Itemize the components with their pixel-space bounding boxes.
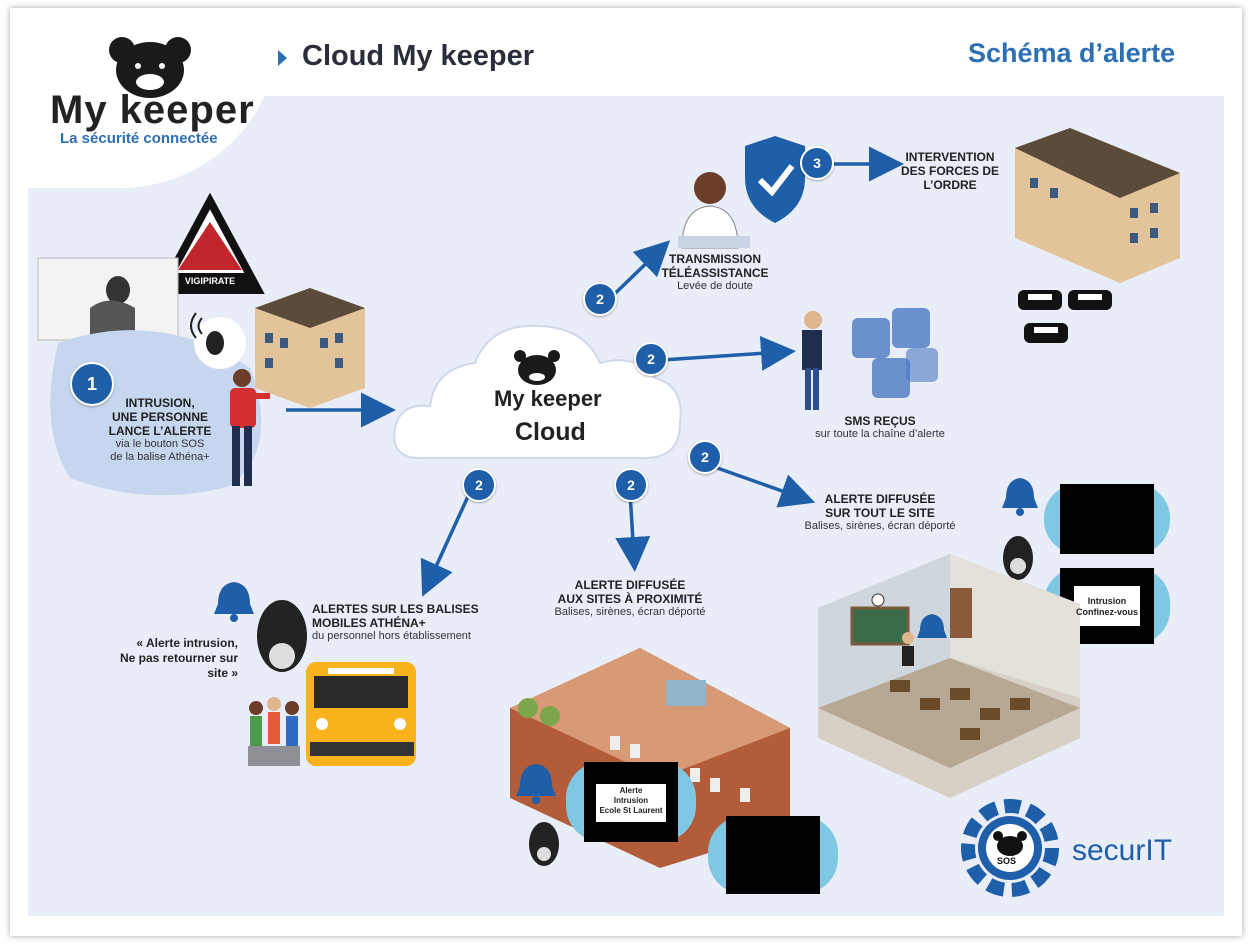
- screen-school: [566, 762, 696, 842]
- bell-icon-classroom: [917, 614, 947, 638]
- site-text: ALERTE DIFFUSÉE SUR TOUT LE SITE Balises…: [790, 492, 970, 533]
- step1-title-3: LANCE L’ALERTE: [108, 424, 212, 438]
- cloud-logo-text: My keeper: [494, 386, 602, 411]
- sms-bubbles-icon: [852, 308, 938, 398]
- proximity-sub: Balises, sirènes, écran déporté: [554, 606, 706, 618]
- step1-title-1: INTRUSION,: [125, 396, 195, 410]
- mobile-quote-2: Ne pas retourner sur site »: [119, 651, 238, 680]
- badge-proximity: 2: [614, 468, 648, 502]
- step1-sub-2: de la balise Athéna+: [110, 451, 210, 463]
- person-alert-illustration: [230, 369, 270, 486]
- my-keeper-cloud-icon: [393, 324, 682, 459]
- operator-illustration: [678, 172, 750, 249]
- bell-icon-site: [1002, 478, 1038, 516]
- logo-tagline: La sécurité connectée: [60, 130, 218, 147]
- transmission-title-1: TRANSMISSION: [668, 252, 761, 266]
- building-left-illustration: [255, 288, 365, 408]
- mobile-sub: du personnel hors établissement: [312, 630, 471, 642]
- beacon-mobile-icon: [257, 600, 307, 672]
- screen-top-right: [1044, 484, 1170, 554]
- sms-sub: sur toute la chaîne d’alerte: [815, 428, 945, 440]
- vigipirate-label: VIGIPIRATE: [184, 276, 236, 286]
- step1-sub-1: via le bouton SOS: [115, 438, 205, 450]
- intervention-title-1: INTERVENTION: [905, 150, 995, 164]
- sms-title: SMS REÇUS: [844, 414, 916, 428]
- mobile-title-1: ALERTES SUR LES BALISES: [312, 602, 479, 616]
- beacon-site-icon: [1003, 536, 1033, 580]
- step1-title-2: UNE PERSONNE: [111, 410, 209, 424]
- badge-mobile: 2: [462, 468, 496, 502]
- schema-page: Cloud My keeper Schéma d’alerte My keepe…: [10, 8, 1242, 936]
- sms-person-illustration: [802, 311, 822, 410]
- transmission-sub: Levée de doute: [677, 280, 753, 292]
- school-screen-line3: Ecole St Laurent: [599, 806, 663, 815]
- classroom-screen-text: Intrusion Confinez-vous: [1074, 596, 1140, 618]
- intervention-text: INTERVENTION DES FORCES DE L’ORDRE: [890, 150, 1010, 192]
- securit-logo-text: securIT: [1072, 834, 1173, 867]
- classroom-screen-line1: Intrusion: [1087, 596, 1127, 606]
- site-title-1: ALERTE DIFFUSÉE: [824, 492, 936, 506]
- classroom-illustration: [818, 554, 1080, 798]
- sos-beacon-hand-icon: [190, 312, 246, 369]
- logo-name: My keeper: [50, 88, 255, 132]
- school-screen-text: Alerte Intrusion Ecole St Laurent: [596, 786, 666, 816]
- bear-logo-icon: [109, 37, 191, 98]
- page-title: Cloud My keeper: [302, 40, 535, 72]
- screen-school-dark: [708, 816, 838, 894]
- cloud-label: Cloud: [515, 418, 586, 446]
- badge-transmission: 2: [583, 282, 617, 316]
- sos-gear-label: SOS: [997, 856, 1017, 866]
- securit-gear-icon: [961, 799, 1059, 897]
- intervention-title-2: DES FORCES DE: [900, 164, 999, 178]
- proximity-title-2: AUX SITES À PROXIMITÉ: [557, 592, 703, 606]
- step1-badge: 1: [70, 362, 114, 406]
- badge-intervention: 3: [800, 146, 834, 180]
- bell-icon-mobile: [214, 582, 254, 622]
- title-arrow-icon: [278, 50, 287, 66]
- proximity-title-1: ALERTE DIFFUSÉE: [574, 578, 686, 592]
- mobile-text: ALERTES SUR LES BALISES MOBILES ATHÉNA+ …: [312, 602, 512, 643]
- sms-text: SMS REÇUS sur toute la chaîne d’alerte: [800, 414, 960, 441]
- bell-icon-school: [516, 764, 556, 804]
- schema-title: Schéma d’alerte: [968, 38, 1176, 68]
- badge-site: 2: [688, 440, 722, 474]
- intruder-illustration: [37, 257, 179, 341]
- school-bus-illustration: [306, 662, 416, 766]
- mobile-quote-1: « Alerte intrusion,: [136, 636, 238, 650]
- vigipirate-triangle-icon: [155, 192, 265, 294]
- children-group-illustration: [248, 697, 300, 766]
- school-screen-line1: Alerte: [619, 786, 643, 795]
- police-cars-icon: [1018, 290, 1112, 343]
- site-title-2: SUR TOUT LE SITE: [825, 506, 935, 520]
- transmission-title-2: TÉLÉASSISTANCE: [661, 266, 769, 280]
- shield-check-icon: [745, 136, 805, 223]
- badge-sms: 2: [634, 342, 668, 376]
- proximity-text: ALERTE DIFFUSÉE AUX SITES À PROXIMITÉ Ba…: [540, 578, 720, 619]
- classroom-screen-line2: Confinez-vous: [1076, 607, 1138, 617]
- transmission-text: TRANSMISSION TÉLÉASSISTANCE Levée de dou…: [650, 252, 780, 293]
- site-sub: Balises, sirènes, écran déporté: [804, 520, 956, 532]
- police-building-illustration: [1015, 128, 1180, 283]
- beacon-school-icon: [529, 822, 559, 866]
- school-screen-line2: Intrusion: [613, 796, 649, 805]
- step1-text: INTRUSION, UNE PERSONNE LANCE L’ALERTE v…: [90, 396, 230, 464]
- mobile-title-2: MOBILES ATHÉNA+: [312, 616, 426, 630]
- mobile-quote: « Alerte intrusion, Ne pas retourner sur…: [98, 636, 238, 681]
- intervention-title-3: L’ORDRE: [923, 178, 977, 192]
